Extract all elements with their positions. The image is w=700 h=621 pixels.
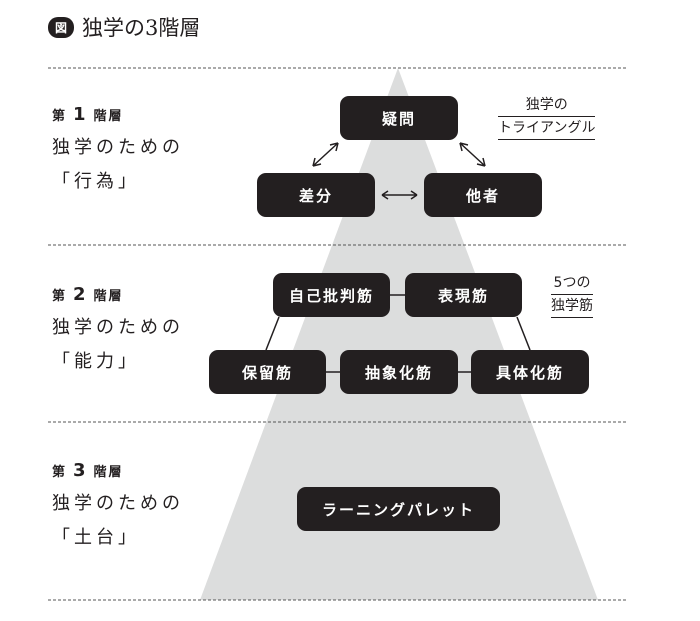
level-prefix: 第 bbox=[52, 289, 68, 304]
note-five-muscles: 5つの 独学筋 bbox=[551, 272, 593, 318]
arrow-doubt-diff bbox=[312, 142, 339, 167]
level-number: 2 bbox=[73, 284, 88, 305]
level-suffix: 階層 bbox=[93, 109, 124, 124]
figure-title: 図 独学の3階層 bbox=[48, 12, 200, 42]
note-line: 独学の bbox=[498, 94, 596, 117]
note-line: トライアングル bbox=[498, 117, 596, 140]
level-line1: 独学のための bbox=[52, 137, 184, 158]
level-line1: 独学のための bbox=[52, 493, 184, 514]
node-concretization: 具体化筋 bbox=[471, 350, 589, 394]
connector bbox=[516, 316, 531, 351]
note-line: 5つの bbox=[551, 272, 593, 295]
level-line1: 独学のための bbox=[52, 317, 184, 338]
node-doubt: 疑問 bbox=[340, 96, 458, 140]
level-suffix: 階層 bbox=[93, 289, 124, 304]
level-number: 3 bbox=[73, 460, 88, 481]
level-line2: 「能力」 bbox=[52, 351, 140, 372]
figure-badge: 図 bbox=[48, 16, 75, 38]
level-line2: 「土台」 bbox=[52, 527, 140, 548]
node-suspension: 保留筋 bbox=[209, 350, 326, 394]
level-prefix: 第 bbox=[52, 109, 68, 124]
arrow-diff-other bbox=[381, 190, 418, 200]
level-line2: 「行為」 bbox=[52, 171, 140, 192]
level-number: 1 bbox=[73, 104, 88, 125]
node-abstraction: 抽象化筋 bbox=[340, 350, 458, 394]
node-self-critique: 自己批判筋 bbox=[273, 273, 390, 317]
note-triangle: 独学の トライアングル bbox=[498, 94, 596, 140]
node-others: 他者 bbox=[424, 173, 542, 217]
node-expression: 表現筋 bbox=[405, 273, 522, 317]
note-line: 独学筋 bbox=[551, 295, 593, 318]
node-difference: 差分 bbox=[257, 173, 375, 217]
pyramid bbox=[200, 68, 598, 600]
title-text: 独学の3階層 bbox=[82, 16, 201, 40]
node-learning-palette: ラーニングパレット bbox=[297, 487, 500, 531]
arrow-doubt-other bbox=[459, 142, 486, 167]
connector bbox=[265, 316, 280, 351]
level-prefix: 第 bbox=[52, 465, 68, 480]
level-suffix: 階層 bbox=[93, 465, 124, 480]
